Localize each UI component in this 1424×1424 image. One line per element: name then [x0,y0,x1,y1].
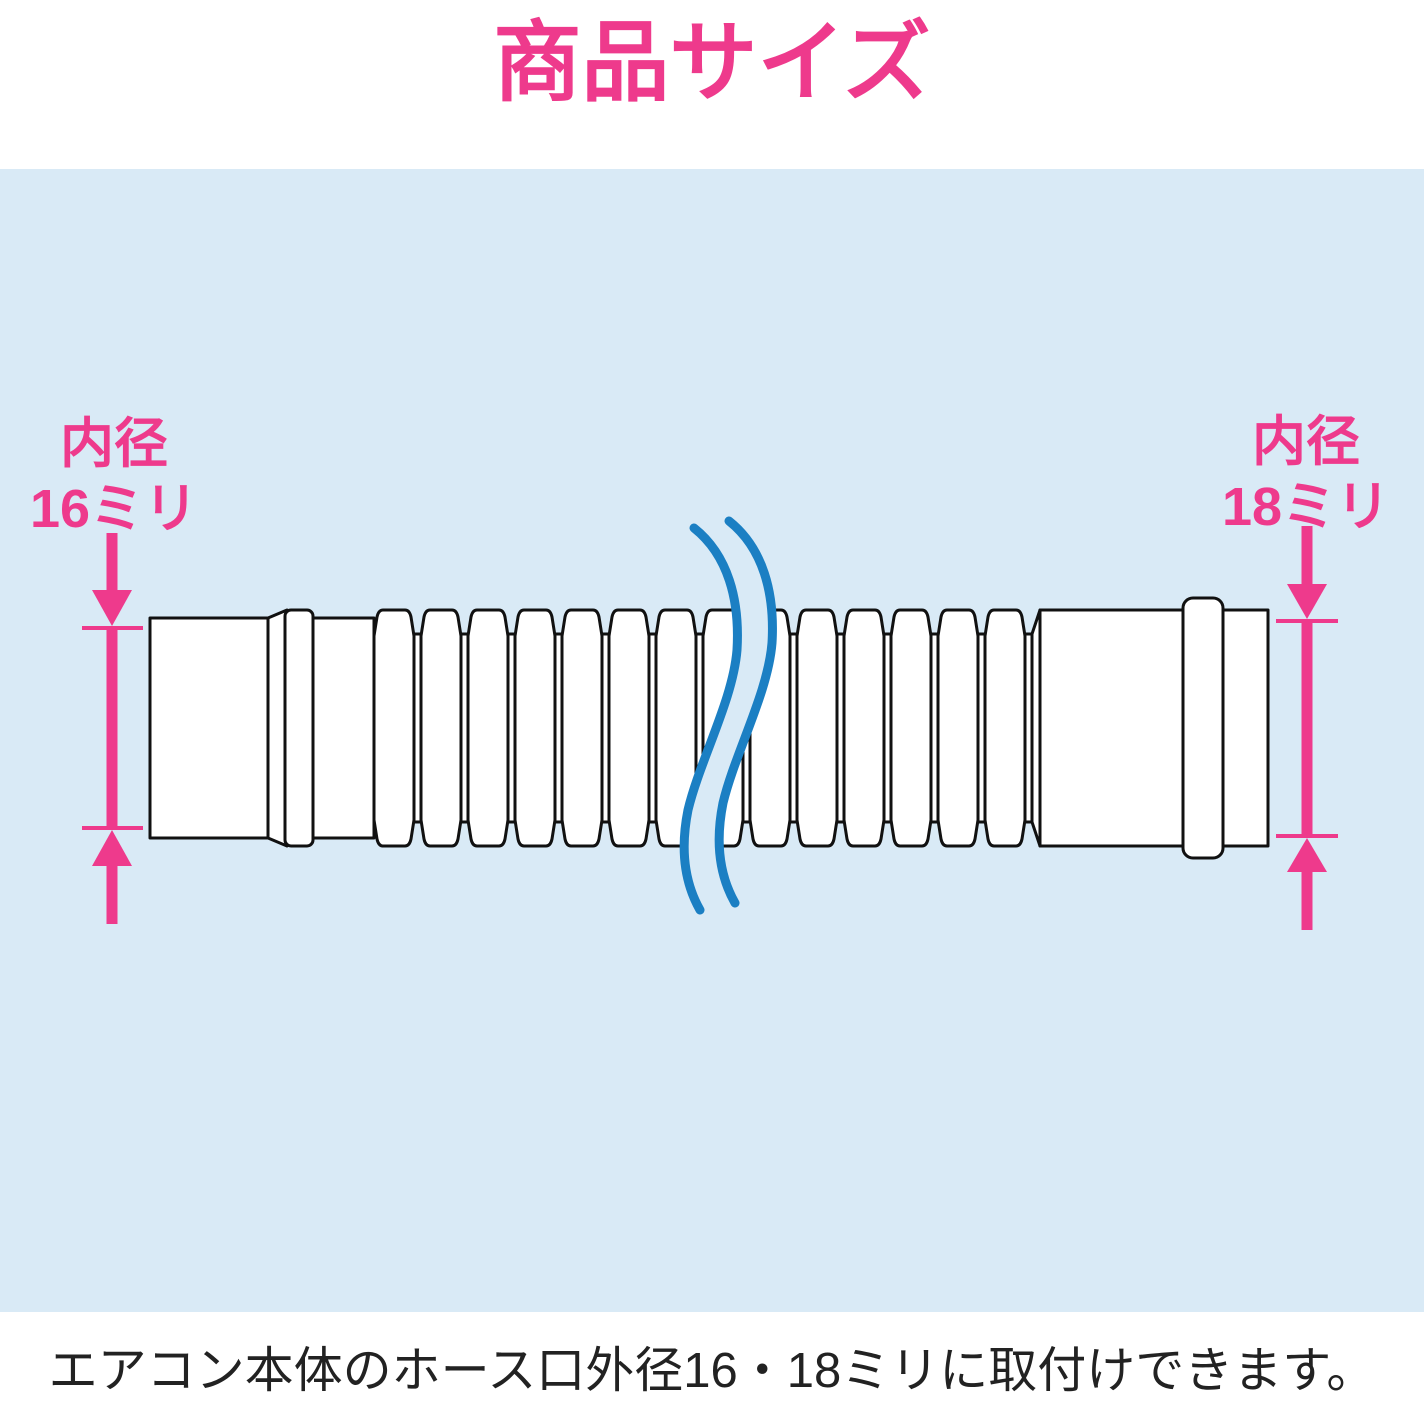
right-arrow-up-icon [1287,838,1327,872]
page-title: 商品サイズ [493,13,931,112]
left-dimension-label-line2: 16ミリ [30,479,198,539]
right-top-arrow-tail [1301,526,1313,584]
right-dimension-indicator: 内径 18ミリ [1222,412,1390,930]
left-dimension-line [106,628,118,828]
caption-text: エアコン本体のホース口外径16・18ミリに取付けできます。 [48,1344,1376,1398]
hose-break-marks [679,516,777,915]
hose-body [148,596,1270,860]
right-bottom-tick [1276,834,1338,838]
left-arrow-down-icon [92,590,132,626]
left-top-arrow-tail [106,533,118,591]
right-arrow-down-icon [1287,584,1327,619]
left-bottom-tick [82,826,143,830]
left-dimension-indicator: 内径 16ミリ [30,414,198,924]
hose-left-collar [283,608,315,848]
left-dimension-label-line1: 内径 [60,414,168,474]
right-bottom-arrow-tail [1301,872,1313,930]
hose-left-cuff [148,616,270,840]
break-curve-right [714,516,777,908]
hose-left-neck [310,616,376,840]
right-dimension-label-line1: 内径 [1252,412,1360,472]
break-curve-left [679,523,742,915]
hose-size-diagram: 内径 16ミリ 内径 18ミリ [0,169,1424,1312]
right-dimension-line [1301,621,1313,836]
break-gap [684,521,773,910]
left-bottom-arrow-tail [106,866,118,924]
left-arrow-up-icon [92,830,132,866]
hose-right-ring-band [1181,596,1225,860]
hose-right-cuff [1038,608,1270,848]
